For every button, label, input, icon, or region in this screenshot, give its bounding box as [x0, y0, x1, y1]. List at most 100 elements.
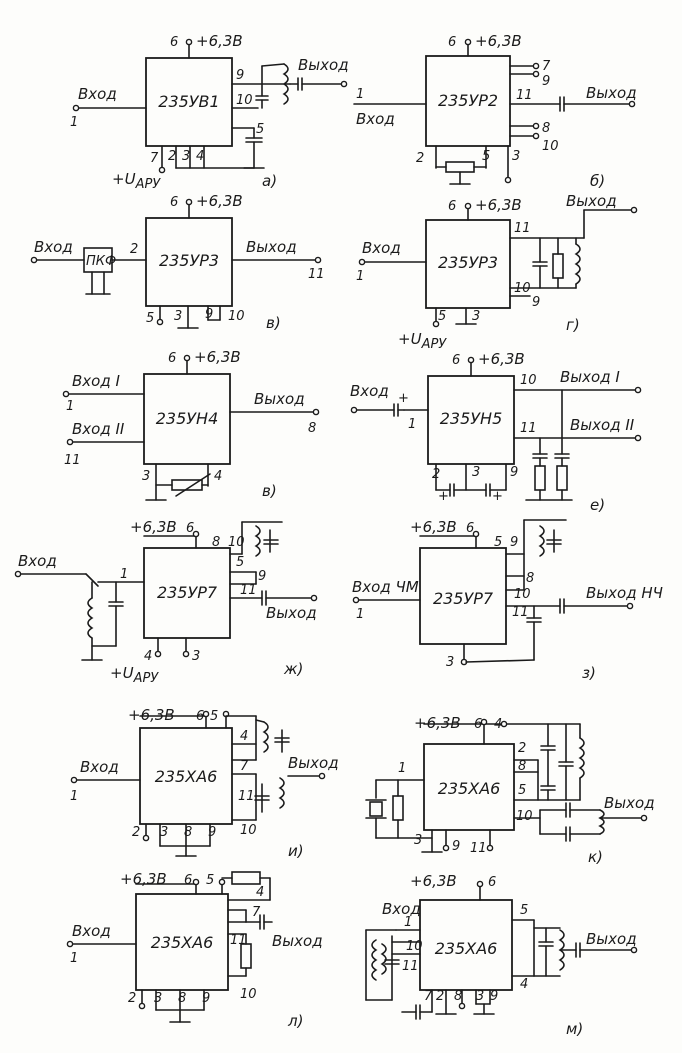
svg-text:1: 1 — [356, 607, 364, 622]
supply-label: +6,3В — [414, 714, 461, 732]
agc-label: +UАРУ — [112, 170, 161, 192]
svg-text:11: 11 — [238, 789, 255, 804]
svg-text:2: 2 — [168, 149, 176, 164]
input2-label: Вход II — [72, 420, 125, 438]
svg-text:6: 6 — [474, 717, 482, 732]
svg-text:9: 9 — [510, 535, 518, 550]
output-label: Выход НЧ — [586, 584, 663, 602]
svg-text:3: 3 — [182, 149, 190, 164]
svg-text:6: 6 — [170, 35, 178, 50]
chip-label: 235УР7 — [157, 583, 218, 602]
svg-text:10: 10 — [228, 309, 245, 324]
svg-text:8: 8 — [178, 991, 186, 1006]
svg-text:1: 1 — [398, 761, 406, 776]
svg-text:9: 9 — [510, 465, 518, 480]
chip-box — [419, 547, 507, 645]
chip-box — [143, 373, 231, 465]
output-label: Выход I — [560, 368, 620, 386]
svg-text:2: 2 — [432, 467, 440, 482]
svg-text:1: 1 — [120, 567, 128, 582]
svg-text:1: 1 — [356, 87, 364, 102]
chip-label: 235УН4 — [156, 409, 219, 428]
chip-label: 235УР3 — [159, 251, 219, 270]
output-label: Выход — [586, 84, 637, 102]
diagram-caption: е) — [590, 496, 605, 514]
svg-text:1: 1 — [408, 417, 416, 432]
diagram-caption: б) — [590, 172, 605, 190]
input-label: Вход — [362, 239, 401, 257]
svg-text:6: 6 — [168, 351, 176, 366]
svg-text:1: 1 — [66, 399, 74, 414]
supply-label: +6,3В — [128, 706, 175, 724]
diagram-i: 235ХА6 +6,3В 6 5 4 7 Выход 11 10 Вход 1 … — [70, 706, 339, 860]
svg-text:6: 6 — [452, 353, 460, 368]
output-label: Выход — [586, 930, 637, 948]
svg-text:4: 4 — [520, 977, 528, 992]
output-label: Выход — [566, 192, 617, 210]
supply-label: +6,3В — [120, 870, 167, 888]
svg-text:4: 4 — [214, 469, 222, 484]
svg-text:3: 3 — [174, 309, 182, 324]
chip-box — [145, 217, 233, 307]
supply-label: +6,3В — [410, 872, 457, 890]
svg-text:5: 5 — [438, 309, 446, 324]
svg-text:2: 2 — [132, 825, 140, 840]
diagram-caption: ж) — [283, 660, 303, 678]
output-label: Выход — [272, 932, 323, 950]
svg-text:2: 2 — [416, 151, 424, 166]
svg-text:11: 11 — [64, 453, 81, 468]
svg-text:5: 5 — [494, 535, 502, 550]
input-label: Вход — [34, 238, 73, 256]
agc-label: +UАРУ — [110, 664, 159, 686]
input-label: Вход — [80, 758, 119, 776]
diagram-caption: м) — [566, 1020, 583, 1038]
svg-text:2: 2 — [436, 989, 444, 1004]
chip-label: 235УР3 — [438, 253, 498, 272]
svg-text:5: 5 — [146, 311, 154, 326]
svg-text:4: 4 — [196, 149, 204, 164]
chip-box — [419, 899, 513, 991]
svg-text:2: 2 — [128, 991, 136, 1006]
svg-text:8: 8 — [526, 571, 534, 586]
svg-text:8: 8 — [184, 825, 192, 840]
diagram-e: 235УН5 6 +6,3В + Вход 1 10 Выход I 11 Вы… — [350, 350, 642, 514]
output2-label: Выход II — [570, 416, 635, 434]
diagram-g: 235УР3 6 +6,3В Вход 1 Выход 11 109 5 3 +… — [356, 192, 638, 352]
svg-text:1: 1 — [356, 269, 364, 284]
svg-text:10: 10 — [240, 987, 257, 1002]
supply-label: +6,3В — [130, 518, 177, 536]
svg-text:6: 6 — [488, 875, 496, 890]
input-label: Вход I — [72, 372, 120, 390]
chip-box — [425, 55, 511, 147]
svg-text:9: 9 — [452, 839, 460, 854]
svg-text:11: 11 — [520, 421, 537, 436]
output-label: Выход — [298, 56, 349, 74]
filter-label: ПКФ — [86, 254, 116, 269]
svg-text:5: 5 — [210, 709, 218, 724]
chip-label: 235УВ1 — [158, 92, 219, 111]
diagram-caption: г) — [566, 316, 580, 334]
svg-text:3: 3 — [476, 989, 484, 1004]
svg-text:5: 5 — [518, 783, 526, 798]
svg-text:9: 9 — [532, 295, 540, 310]
svg-text:11: 11 — [470, 841, 487, 856]
svg-text:10: 10 — [514, 281, 531, 296]
svg-text:10: 10 — [406, 939, 423, 954]
svg-text:3: 3 — [142, 469, 150, 484]
svg-text:11: 11 — [240, 583, 257, 598]
svg-text:11: 11 — [512, 605, 529, 620]
svg-text:7: 7 — [424, 989, 433, 1004]
diagram-l: 235ХА6 +6,3В 6 5 4 7 Выход 11 10 Вход 1 … — [66, 870, 323, 1030]
input-label: Вход — [18, 552, 57, 570]
output-label: Выход — [254, 390, 305, 408]
svg-text:8: 8 — [212, 535, 220, 550]
svg-text:3: 3 — [192, 649, 200, 664]
svg-text:+: + — [398, 391, 409, 406]
diagram-caption: к) — [588, 848, 603, 866]
svg-text:+: + — [438, 489, 449, 504]
